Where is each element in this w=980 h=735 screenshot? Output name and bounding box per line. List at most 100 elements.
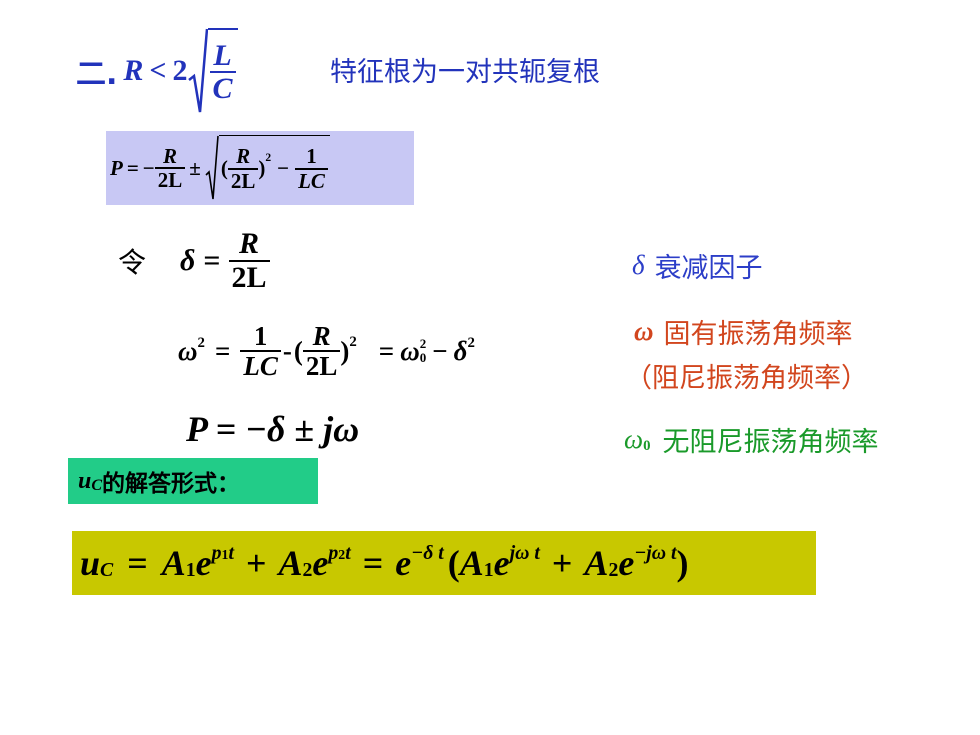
sol-e1-exp-sub: 1	[221, 546, 229, 562]
sol-paren-close: )	[676, 543, 689, 583]
root-paren-close: )	[258, 156, 266, 180]
root-frac1-den: 2L	[154, 167, 186, 191]
let-prefix: 令	[118, 245, 147, 279]
omega0-sup: 2	[419, 336, 427, 352]
sol-e4: e	[493, 543, 510, 583]
legend-omega-label: 固有振荡角频率	[663, 319, 853, 350]
sol-eq: =	[127, 543, 148, 583]
root-paren-open: (	[220, 156, 228, 180]
sqrt-numerator: L	[213, 38, 232, 72]
heading: 二. R < 2 L C	[76, 26, 238, 116]
legend-delta: δ 衰减因子	[632, 246, 763, 285]
let-frac-num: R	[239, 227, 260, 260]
solution-label-text: 的解答形式：	[102, 471, 241, 497]
omega-power: 2	[349, 333, 357, 350]
heading-description: 特征根为一对共轭复根	[330, 57, 600, 88]
omega-frac2-den: 2L	[302, 350, 341, 381]
sqrt-denominator: C	[209, 71, 236, 105]
sol-e1-exp-t: t	[228, 541, 234, 564]
root-eq: =	[126, 155, 139, 180]
sol-e2-exp-sub: 2	[338, 546, 346, 562]
sol-lhs: u	[80, 543, 101, 583]
sol-lhs-sub: C	[100, 558, 114, 581]
let-delta: δ	[180, 243, 196, 277]
omega-frac2-num: R	[312, 321, 331, 351]
root-frac2-num: R	[236, 144, 251, 169]
omega-delta: δ	[453, 335, 468, 366]
radical-sign-icon	[205, 135, 219, 200]
sol-e3-exp: −δ t	[411, 541, 444, 564]
legend-omega0-symbol: ω	[624, 424, 644, 454]
root-frac2-den: 2L	[227, 167, 259, 192]
sol-e1: e	[195, 543, 212, 583]
sol-a3-sub: 1	[483, 558, 494, 581]
root-lhs: P	[110, 155, 123, 180]
omega-frac1-num: 1	[253, 321, 268, 351]
solution-label-var-sub: C	[91, 477, 103, 494]
legend-omega-sublabel: （阻尼振荡角频率）	[625, 363, 868, 394]
legend-omega0: ω 0 无阻尼振荡角频率	[624, 420, 879, 459]
sol-a4: A	[584, 543, 609, 583]
sol-eq2: =	[362, 543, 384, 583]
radical-sign-icon	[187, 28, 208, 113]
sol-e2: e	[312, 543, 329, 583]
sol-e5: e	[618, 543, 635, 583]
omega-frac1: 1 LC	[240, 322, 281, 381]
sol-e5-exp: −jω t	[634, 541, 677, 564]
omega-eq2: =	[378, 335, 395, 366]
let-delta-line: 令 δ = R 2L	[118, 228, 270, 293]
solution-label-var: u	[78, 467, 92, 494]
sol-a2: A	[278, 543, 303, 583]
root-minus: −	[142, 155, 155, 180]
condition-op: <	[149, 54, 167, 87]
root-frac1: R 2L	[154, 143, 186, 191]
omega-paren-close: )	[340, 335, 350, 366]
legend-omega0-label: 无阻尼振荡角频率	[662, 427, 879, 458]
root-frac1-num: R	[163, 143, 178, 168]
omega0: ω	[400, 335, 420, 366]
omega-paren-open: (	[293, 335, 303, 366]
condition-lhs: R	[123, 54, 144, 87]
sol-a1: A	[161, 543, 186, 583]
legend-delta-symbol: δ	[632, 250, 645, 280]
omega-dash: -	[282, 335, 292, 366]
omega-delta-power: 2	[467, 334, 475, 351]
omega-eq: =	[214, 335, 231, 366]
root-frac3-den: LC	[295, 167, 328, 192]
root-minus2: −	[277, 156, 290, 180]
sol-e2-exp: p	[328, 541, 339, 564]
p-line: P = −δ ± jω	[186, 409, 360, 449]
root-frac2: R 2L	[227, 144, 259, 192]
root-sqrt: ( R 2L ) 2 − 1 LC	[205, 135, 330, 201]
sol-a4-sub: 2	[608, 558, 619, 581]
omega-frac1-den: LC	[240, 350, 281, 381]
root-pm: ±	[189, 155, 201, 180]
sol-a3: A	[459, 543, 484, 583]
sol-plus2: +	[551, 543, 573, 583]
omega-line: ω 2 = 1 LC - ( R 2L ) 2 = ω 2 0 − δ 2	[178, 322, 475, 381]
sol-e4-exp: jω t	[509, 541, 540, 564]
omega-minus: −	[432, 335, 448, 366]
condition-coef: 2	[172, 54, 188, 87]
solution-label: u C 的解答形式：	[68, 458, 318, 504]
let-eq: =	[203, 243, 221, 277]
root-power: 2	[265, 151, 272, 164]
root-frac3-num: 1	[306, 144, 317, 169]
sol-a1-sub: 1	[185, 558, 196, 581]
omega-lhs: ω	[178, 335, 198, 366]
legend-omega: ω 固有振荡角频率	[634, 312, 853, 351]
legend-delta-label: 衰减因子	[654, 253, 763, 284]
omega0-sub: 0	[419, 350, 427, 366]
sol-e3: e	[395, 543, 412, 583]
omega-frac2: R 2L	[302, 321, 341, 381]
condition-sqrt: L C	[187, 28, 238, 114]
legend-omega-symbol: ω	[634, 316, 654, 346]
solution-formula-box: u C = A 1 e p1t + A 2 e p2t = e −δ t ( A…	[72, 531, 816, 595]
sol-e1-exp: p	[211, 541, 222, 564]
legend-omega0-sub: 0	[643, 438, 651, 454]
omega-lhs-power: 2	[197, 334, 205, 351]
let-frac-den: 2L	[228, 259, 270, 294]
let-frac: R 2L	[228, 227, 270, 294]
sol-plus: +	[245, 543, 267, 583]
root-frac3: 1 LC	[295, 144, 328, 192]
